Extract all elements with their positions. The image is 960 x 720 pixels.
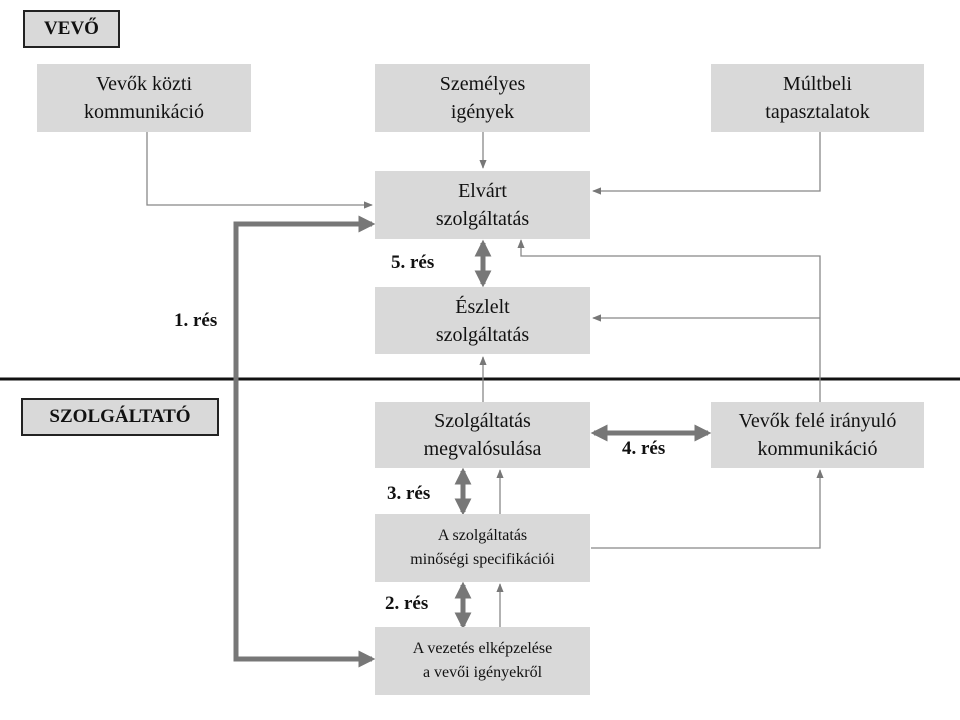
customer-label: VEVŐ (23, 10, 120, 48)
gap-4-label: 4. rés (622, 438, 666, 459)
arrow-external-to-expected (517, 239, 821, 402)
arrow-past-experience (592, 132, 821, 195)
arrow-word-of-mouth (146, 132, 373, 209)
gap-2-label: 2. rés (385, 593, 429, 614)
provider-label: SZOLGÁLTATÓ (21, 398, 219, 436)
gap-5-label: 5. rés (391, 252, 435, 273)
gap-1-arrow (233, 215, 376, 668)
gap-3-label: 3. rés (387, 483, 431, 504)
arrow-specs-to-external (591, 469, 824, 549)
gap-1-label: 1. rés (174, 310, 218, 331)
